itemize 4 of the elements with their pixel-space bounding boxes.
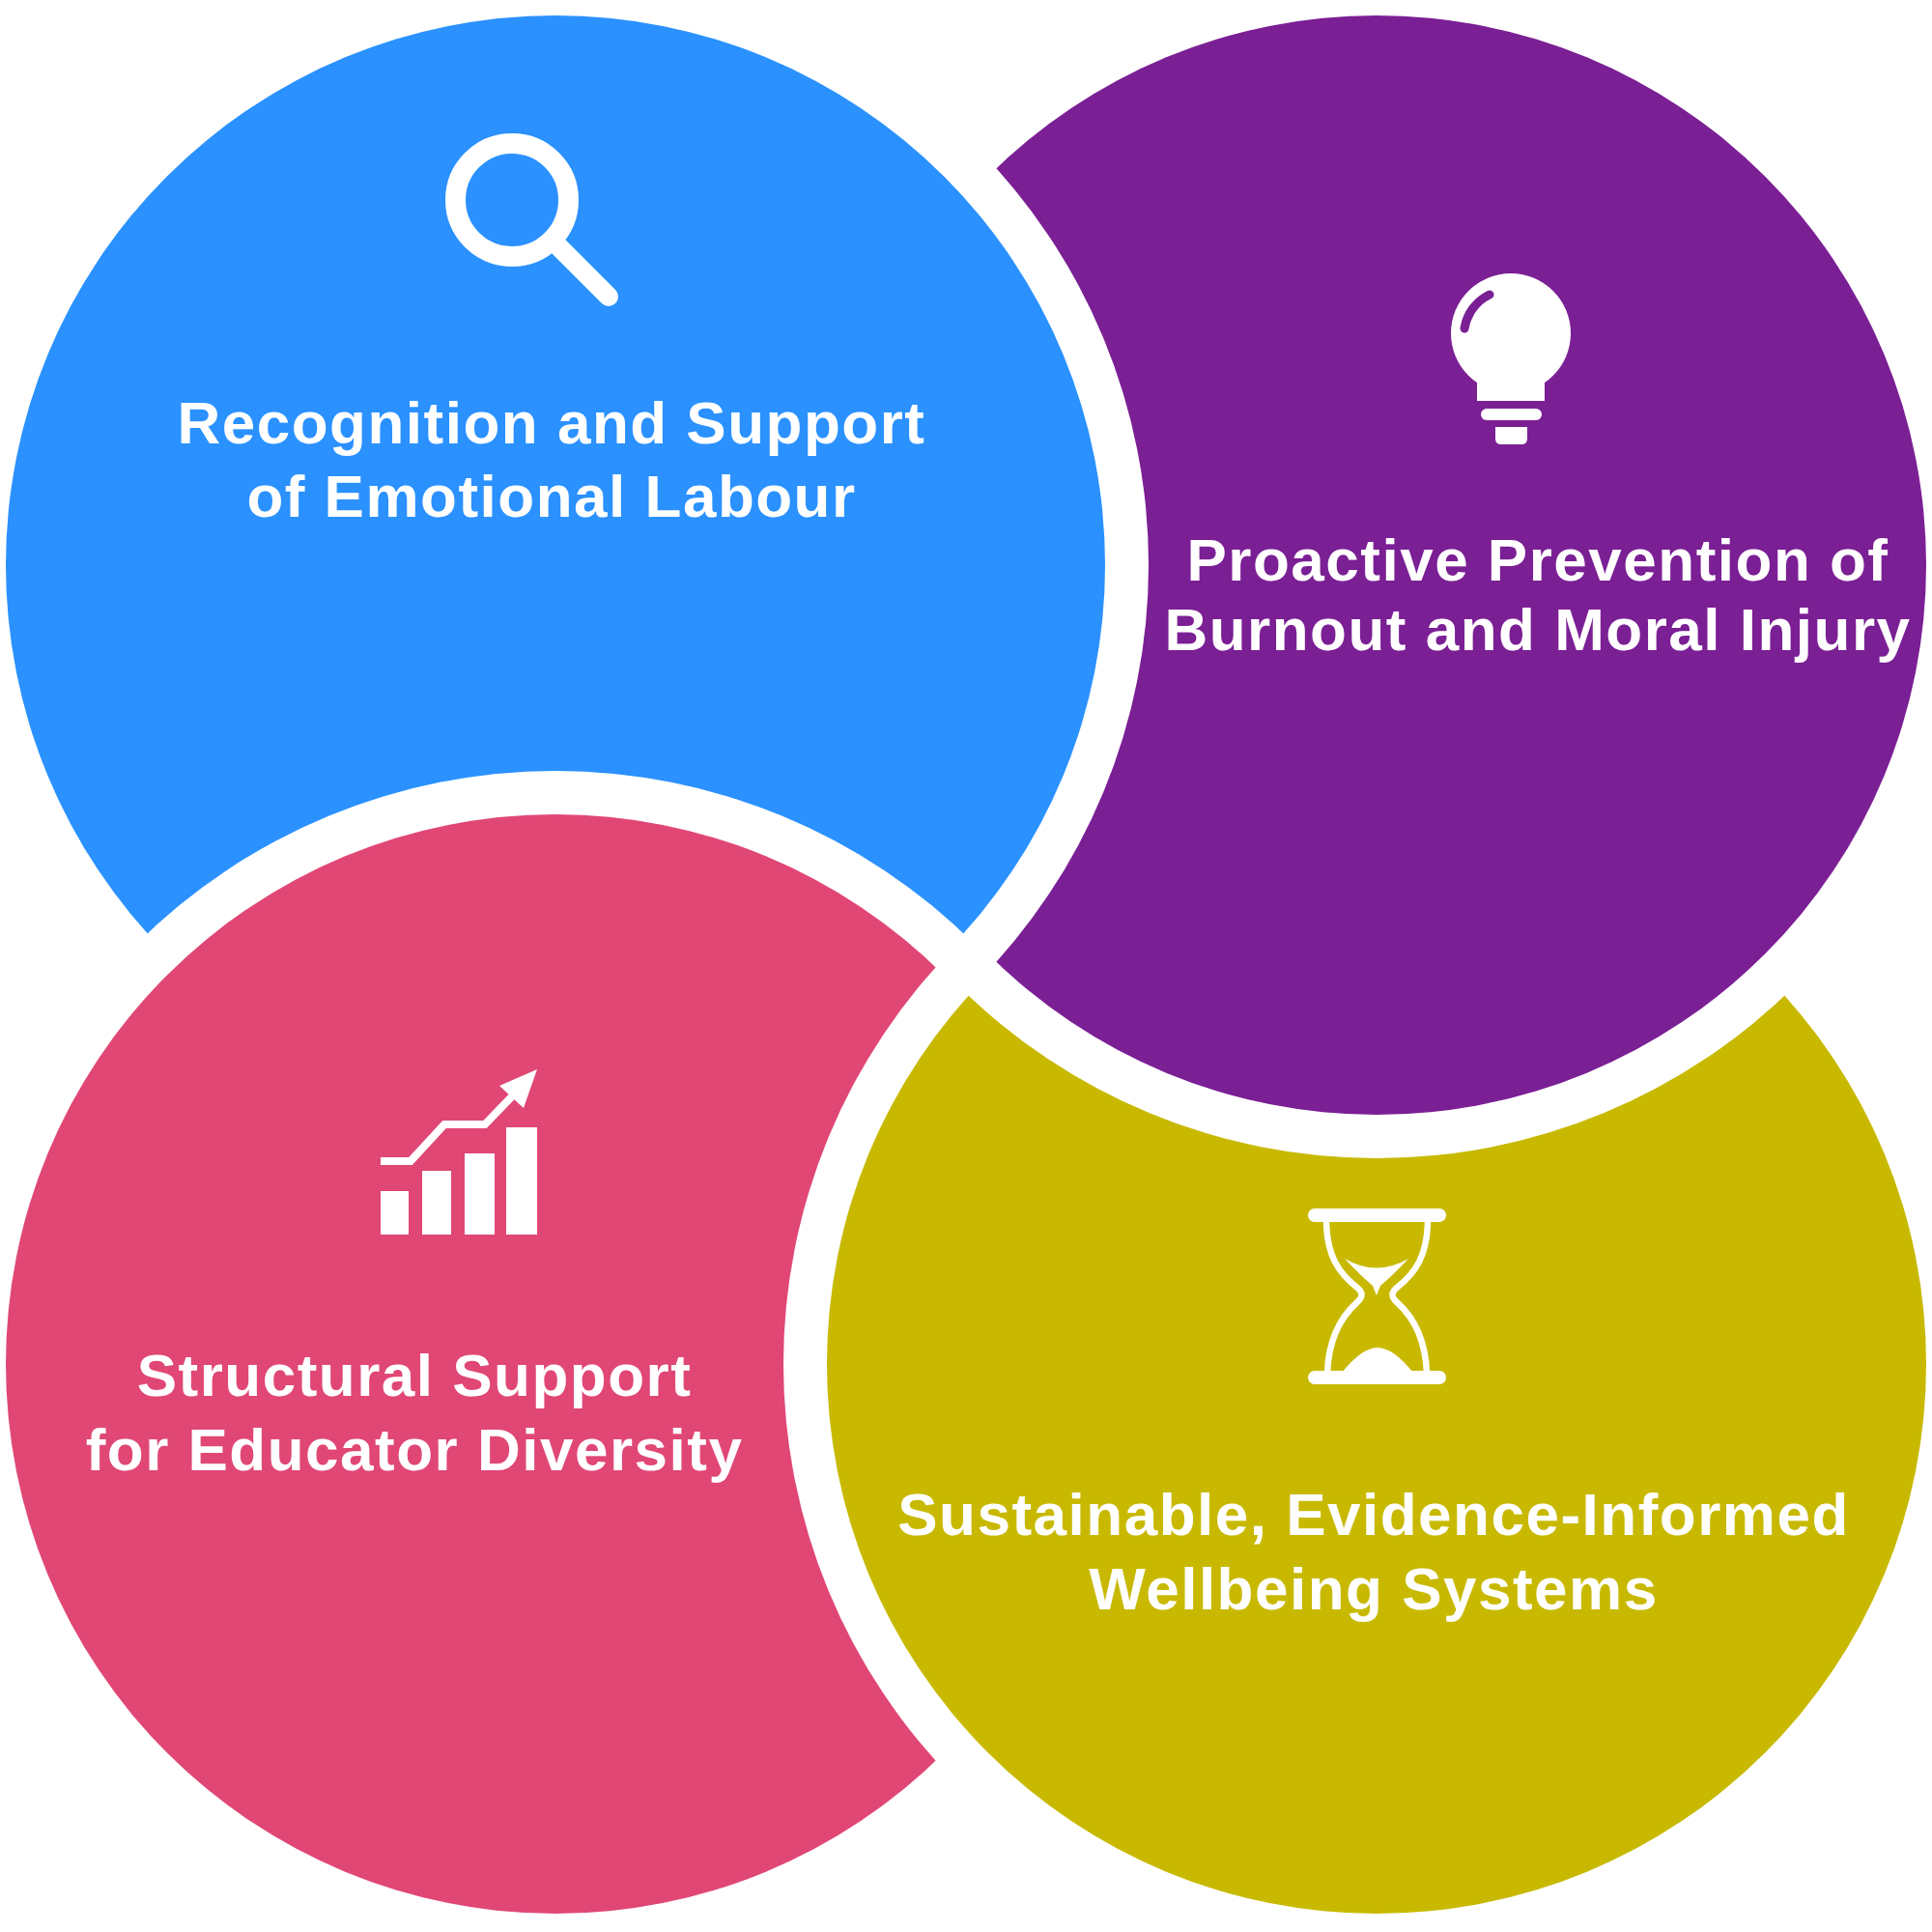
- circle-label: Proactive Prevention of Burnout and Moral Injury: [1164, 526, 1912, 665]
- circle-label: Recognition and Support of Emotional Labour: [177, 388, 926, 531]
- circle-label: Structural Support for Educator Diversity: [85, 1341, 744, 1485]
- circle-label: Sustainable, Evidence-Informed Wellbeing Systems: [897, 1480, 1850, 1624]
